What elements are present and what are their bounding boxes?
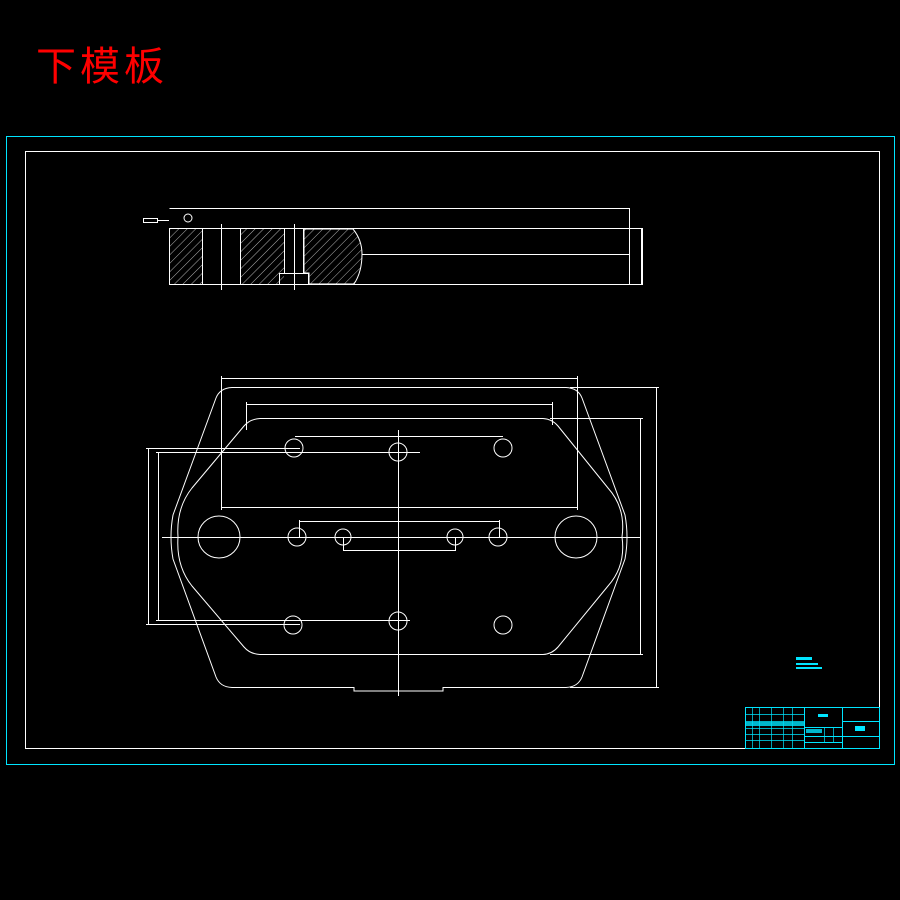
surface-finish-symbol <box>183 213 193 223</box>
holes <box>197 438 598 635</box>
dimension-line <box>343 537 456 551</box>
hole <box>287 527 307 547</box>
outer-frame <box>6 136 895 765</box>
dimension-line <box>550 418 643 655</box>
hatch-region <box>240 229 284 284</box>
inner-frame <box>25 151 880 749</box>
section-outline <box>169 228 643 285</box>
section-view <box>143 208 643 290</box>
hole <box>493 615 513 635</box>
dimension-line <box>146 448 300 625</box>
title-block <box>745 707 880 749</box>
dimension-line <box>299 520 500 537</box>
note-line <box>796 663 818 665</box>
large-hole <box>554 515 598 559</box>
hole <box>493 438 513 458</box>
dimension-lines <box>146 376 659 688</box>
hatch-region <box>170 229 202 284</box>
section-label <box>143 218 158 223</box>
title-block-text-block <box>745 722 804 726</box>
title-block-text-block <box>818 714 828 717</box>
title-block-text-block <box>855 726 865 731</box>
dimension-line <box>570 387 659 688</box>
drawing-title: 下模板 <box>36 44 168 90</box>
title-block-text-block <box>806 729 822 733</box>
plan-view <box>146 376 659 696</box>
inner-outline <box>177 418 624 655</box>
note-line <box>796 657 812 660</box>
technical-notes <box>796 657 822 669</box>
dimension-line <box>246 402 553 430</box>
dimension-line <box>221 376 578 510</box>
hole <box>488 527 508 547</box>
title-block-grid <box>745 707 834 748</box>
outer-outline <box>170 387 628 692</box>
large-hole <box>197 515 241 559</box>
dimension-line <box>156 452 420 621</box>
title-block-border <box>745 707 880 749</box>
hatch-region <box>303 228 363 285</box>
note-line <box>796 667 822 669</box>
